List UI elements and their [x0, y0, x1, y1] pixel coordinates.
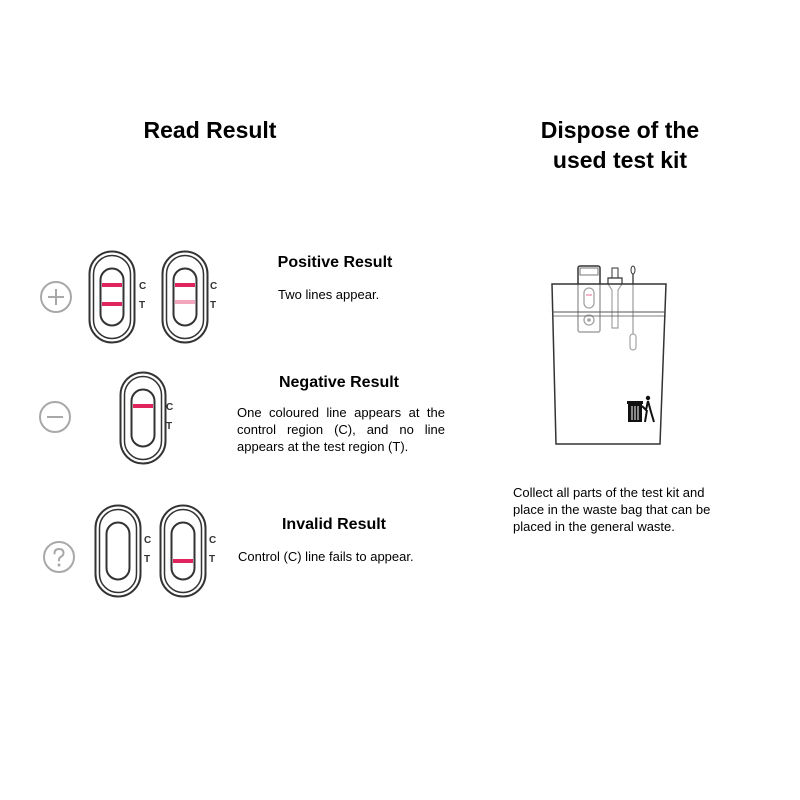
test-cassette-negative	[119, 371, 167, 465]
test-cassette-positive-strong	[88, 250, 136, 344]
positive-result-title: Positive Result	[277, 254, 393, 271]
control-label: C	[139, 281, 147, 292]
test-line	[102, 302, 122, 306]
plus-circle-icon	[40, 281, 72, 313]
control-label: C	[210, 281, 218, 292]
dispose-description: Collect all parts of the test kit and pl…	[513, 485, 711, 534]
invalid-result-title: Invalid Result	[281, 516, 387, 533]
minus-circle-icon	[39, 401, 71, 433]
control-line	[102, 283, 122, 287]
test-line-faint	[175, 300, 195, 304]
negative-result-title: Negative Result	[278, 374, 400, 391]
test-label: T	[166, 421, 173, 432]
test-label: T	[144, 554, 151, 565]
dispose-heading-line2: used test kit	[552, 147, 688, 173]
control-label: C	[144, 535, 152, 546]
test-label: T	[209, 554, 216, 565]
test-label: T	[210, 300, 217, 311]
dispose-heading: Dispose of the used test kit	[490, 115, 750, 175]
positive-result-description: Two lines appear.	[278, 287, 380, 302]
test-cassette-invalid-empty	[94, 504, 142, 598]
waste-bag-illustration	[551, 265, 667, 445]
question-circle-icon	[43, 541, 75, 573]
test-line	[173, 559, 193, 563]
read-result-heading: Read Result	[143, 117, 277, 143]
control-line	[133, 404, 153, 408]
invalid-result-description: Control (C) line fails to appear.	[238, 549, 414, 564]
control-line	[175, 283, 195, 287]
test-label: T	[139, 300, 146, 311]
test-cassette-invalid-test-only	[159, 504, 207, 598]
trash-bin-icon	[627, 395, 655, 423]
dispose-heading-line1: Dispose of the	[540, 117, 700, 143]
control-label: C	[166, 402, 174, 413]
control-label: C	[209, 535, 217, 546]
test-cassette-positive-faint	[161, 250, 209, 344]
negative-result-description: One coloured line appears at the control…	[237, 405, 445, 454]
